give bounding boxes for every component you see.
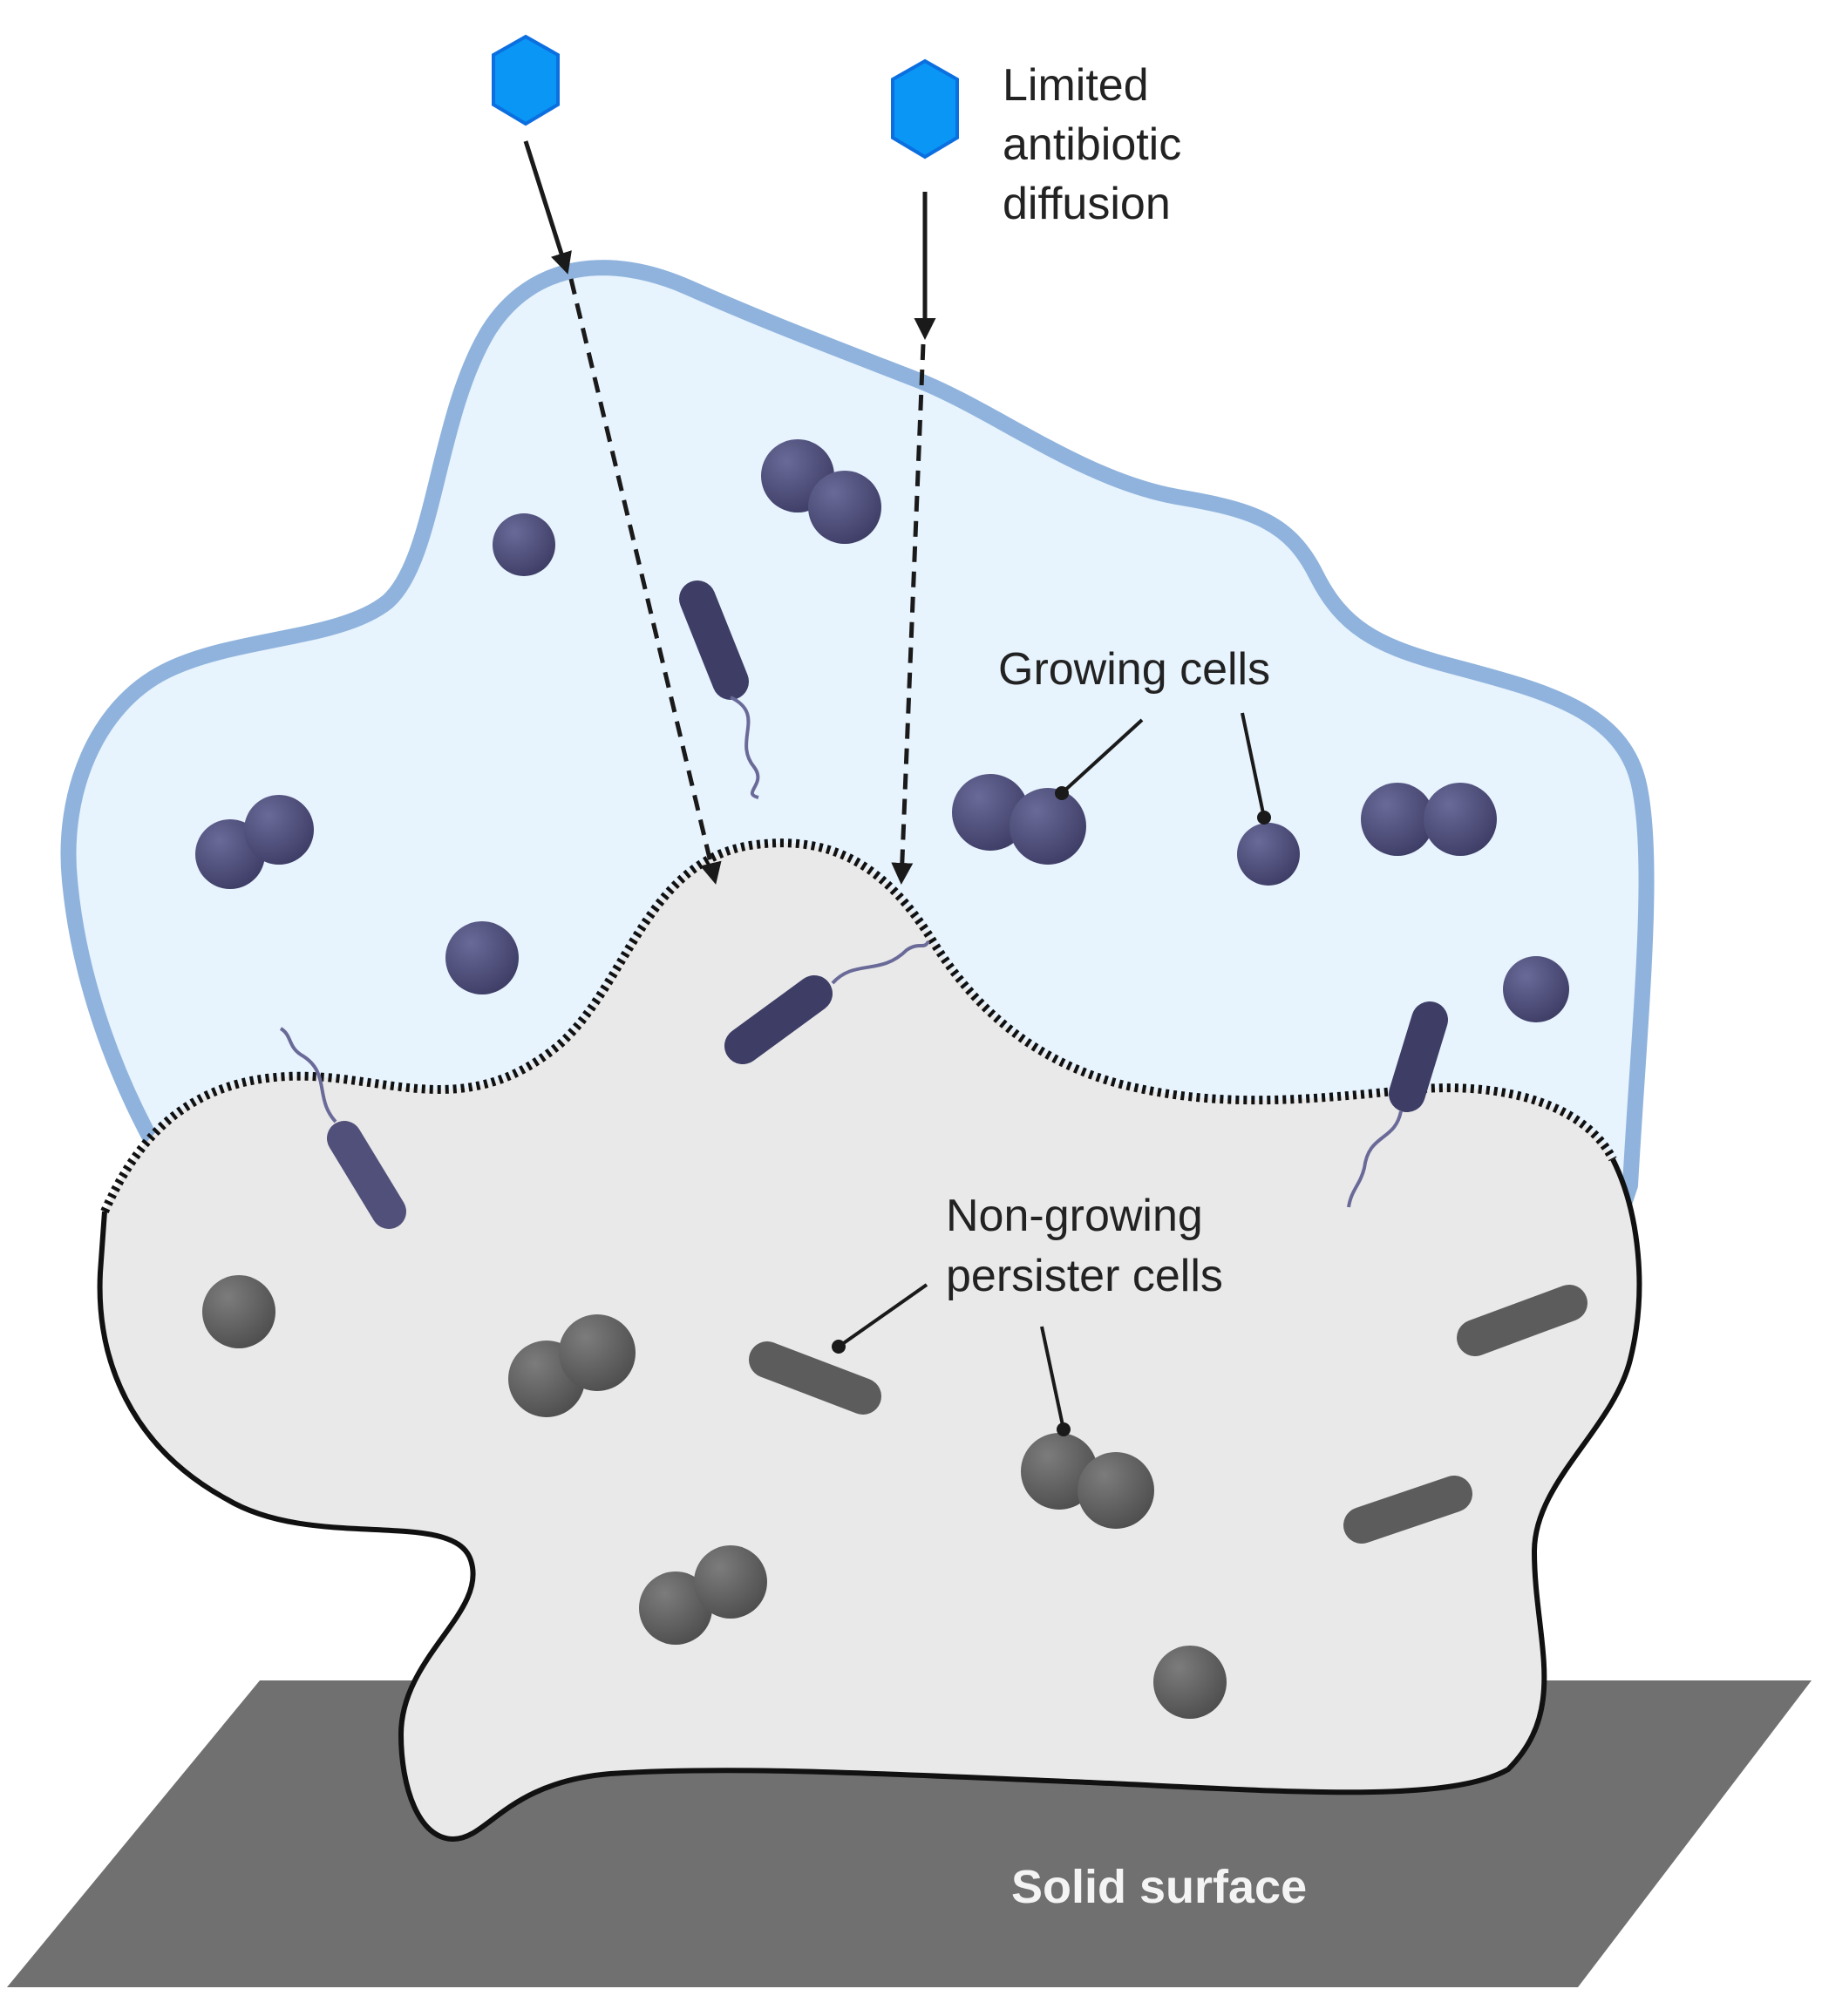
rod-cell-icon: [749, 1341, 881, 1415]
persister-leader-line: [1040, 1326, 1065, 1430]
diplococcus-cell-icon: [1021, 1433, 1154, 1529]
coccus-cell-icon: [202, 1275, 275, 1348]
antibiotic-label: Limited antibiotic diffusion: [1003, 60, 1194, 229]
coccus-cell-icon: [493, 513, 555, 576]
growing-leader-line: [1060, 718, 1144, 795]
antibiotic-arrow-dashed: [568, 278, 722, 885]
growing-cells-label: Growing cells: [998, 644, 1270, 695]
diplococcus-cell-icon: [1361, 783, 1497, 856]
persister-cells: [202, 1275, 1587, 1719]
coccus-cell-icon: [1153, 1646, 1227, 1719]
biofilm-inner-layer: [99, 843, 1640, 1839]
flagellated-rod-cell-icon: [1347, 1001, 1448, 1208]
antibiotic-hexagon-icon: [891, 58, 959, 160]
flagellated-rod-cell-icon: [279, 1027, 406, 1229]
leader-dot: [832, 1340, 846, 1354]
rod-cell-icon: [1343, 1476, 1472, 1544]
diplococcus-cell-icon: [508, 1314, 636, 1417]
biofilm-outer-layer: [60, 260, 1655, 1246]
persister-leader-line: [837, 1283, 928, 1348]
coccus-cell-icon: [1237, 823, 1300, 886]
flagellated-rod-cell-icon: [724, 940, 930, 1064]
leader-dot: [1057, 1422, 1071, 1436]
antibiotic-arrow-solid: [523, 140, 572, 275]
leader-dot: [1055, 786, 1069, 800]
diplococcus-cell-icon: [761, 439, 881, 544]
flagellated-rod-cell-icon: [679, 580, 760, 799]
leader-dot: [1257, 811, 1271, 825]
persister-cells-label: Non-growing persister cells: [946, 1191, 1223, 1301]
solid-surface-label: Solid surface: [1011, 1861, 1307, 1913]
growing-cells: [195, 439, 1569, 1229]
diplococcus-cell-icon: [952, 774, 1086, 865]
inner-boundary-solid: [97, 1157, 1642, 1843]
antibiotic-arrow-dashed: [891, 343, 926, 885]
coccus-cell-icon: [1503, 956, 1569, 1022]
antibiotic-hexagon-icon: [492, 34, 560, 126]
inner-boundary-dotted: [100, 838, 1617, 1214]
diplococcus-cell-icon: [639, 1545, 767, 1645]
growing-leader-line: [1241, 712, 1266, 818]
coccus-cell-icon: [445, 921, 519, 994]
rod-cell-icon: [1457, 1285, 1587, 1356]
diplococcus-cell-icon: [195, 795, 314, 889]
